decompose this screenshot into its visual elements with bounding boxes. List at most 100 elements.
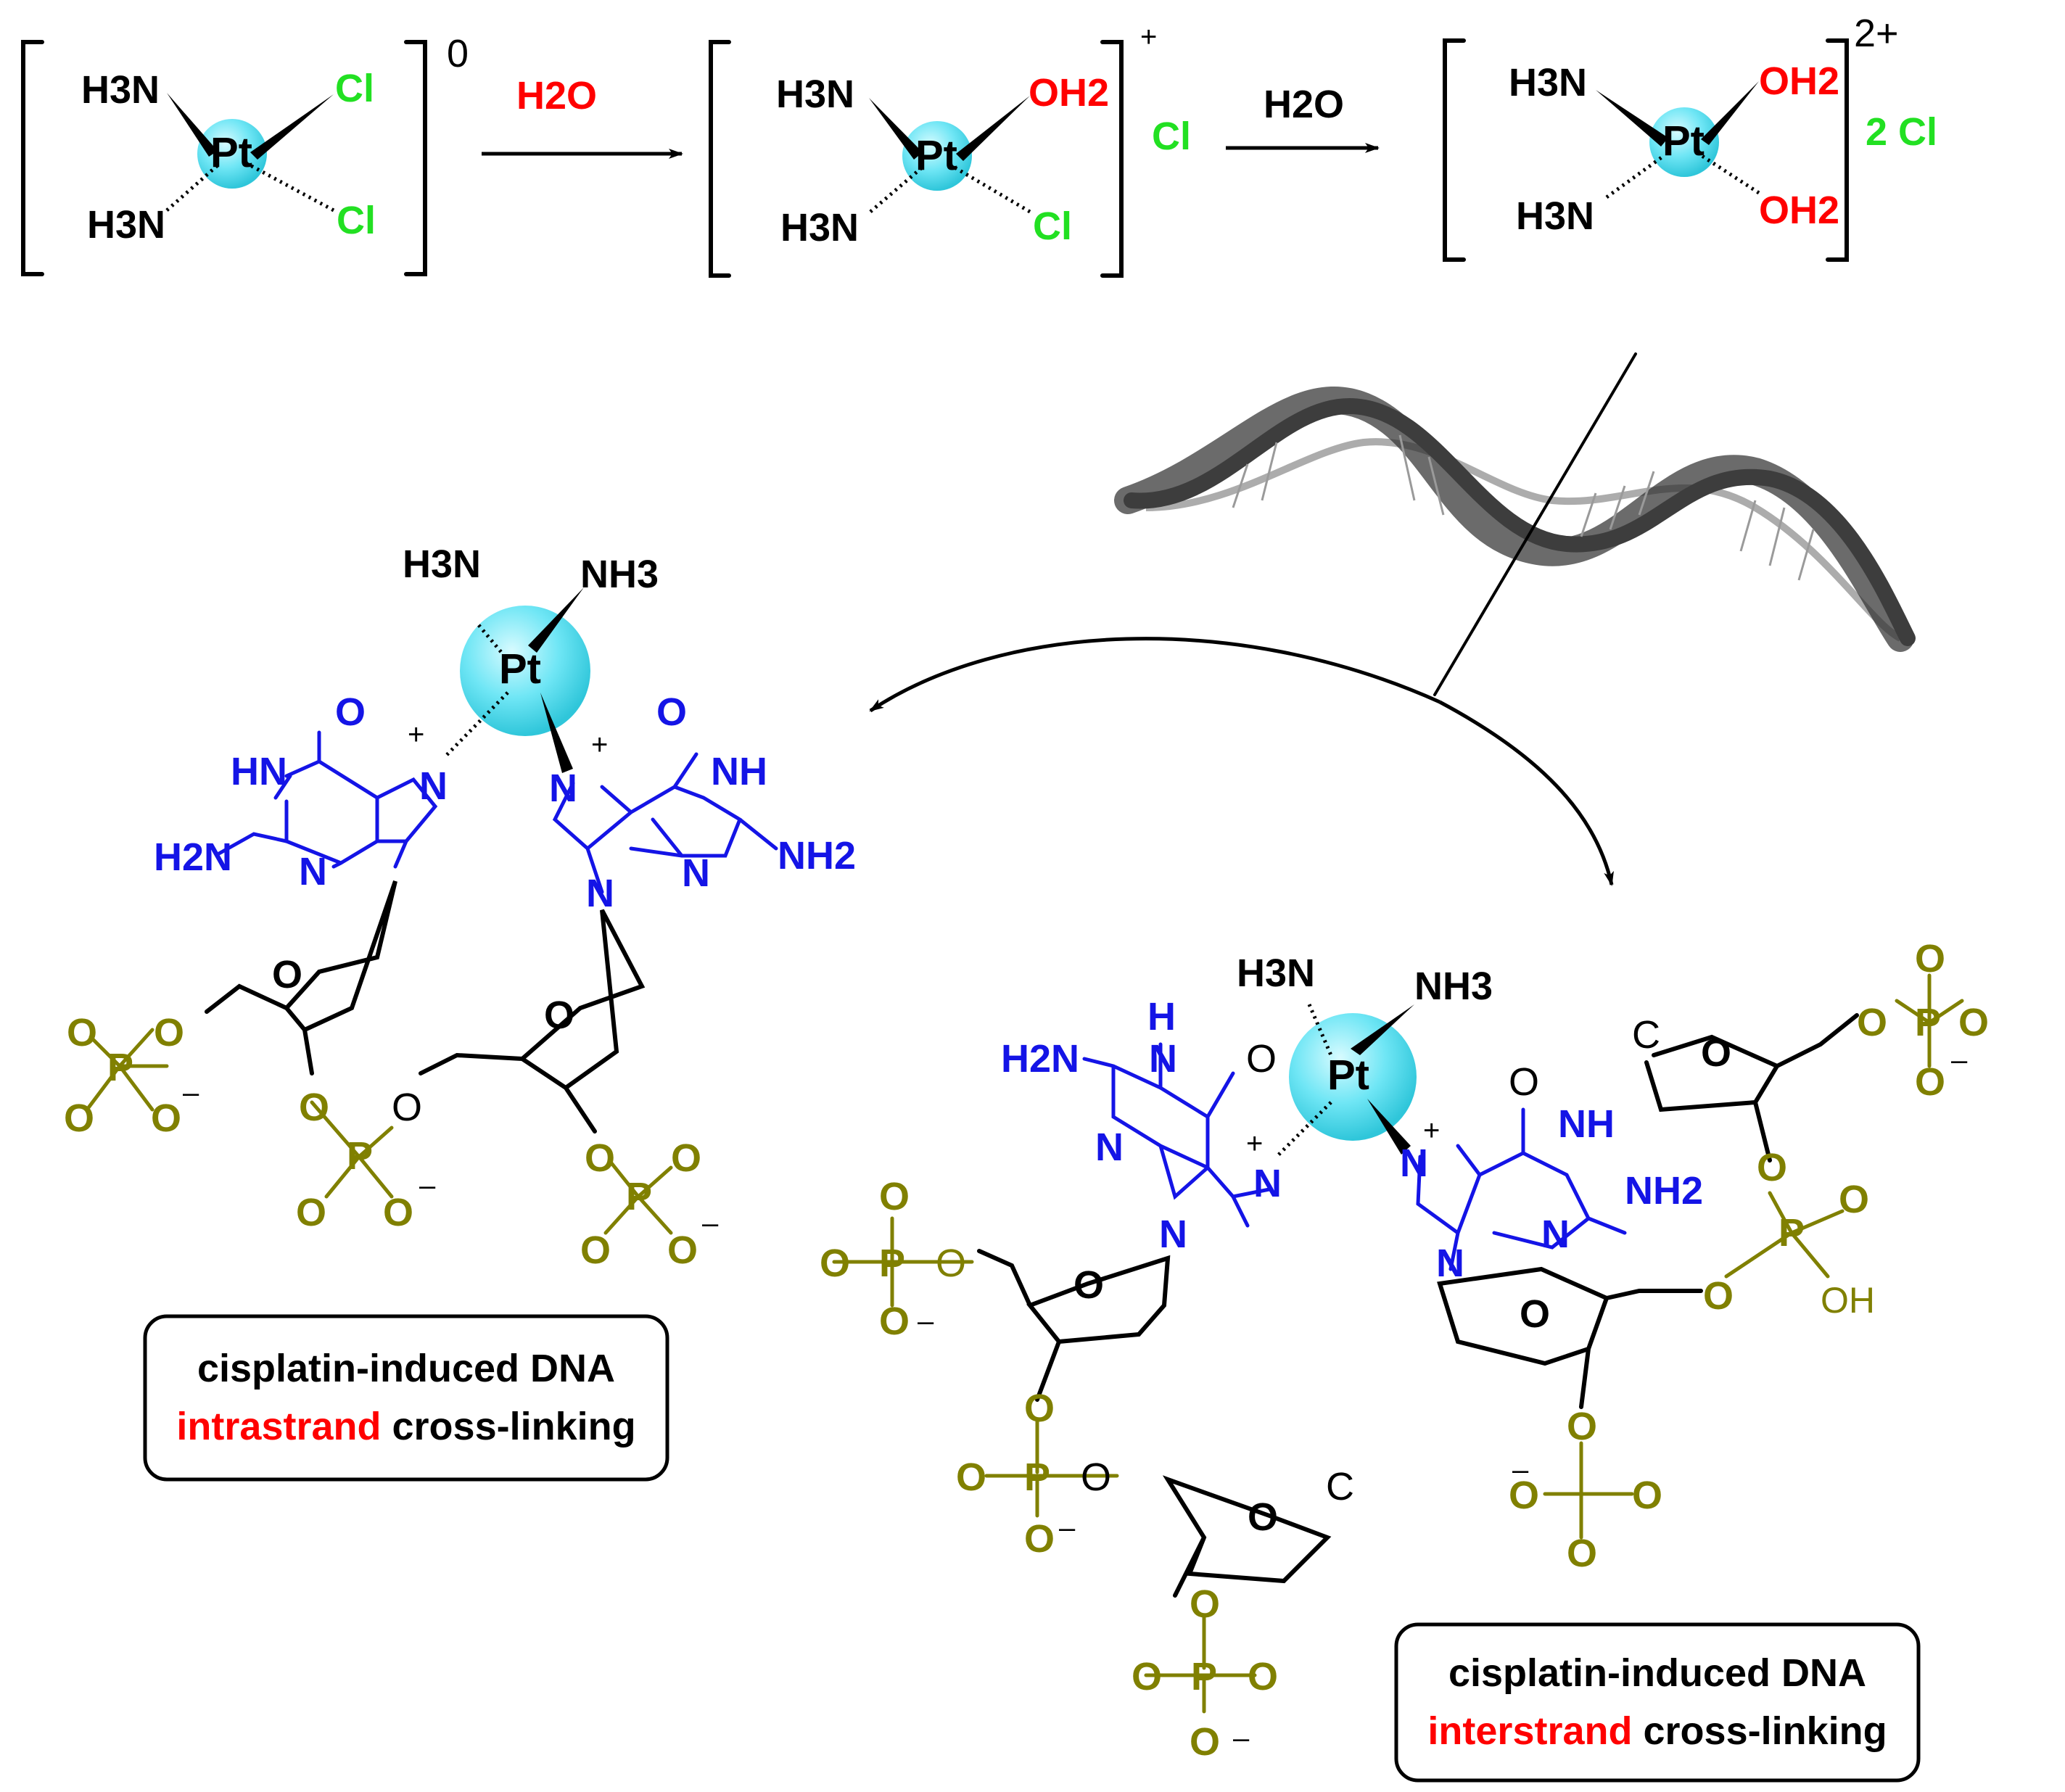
wedge-bond: [1367, 1099, 1411, 1155]
wedge-bond: [167, 93, 218, 157]
dna-double-helix-icon: [1114, 387, 1916, 652]
wedge-bond: [1351, 1004, 1414, 1055]
platinum-sphere-icon: [1649, 107, 1719, 177]
oxygen-label: O: [1190, 1582, 1220, 1626]
caption-box: [1394, 1622, 1921, 1783]
chloride-ligand-label: Cl: [337, 199, 376, 242]
platinum-label: Pt: [1327, 1052, 1369, 1099]
platinum-label: Pt: [210, 129, 252, 176]
ring-n-label: N: [1095, 1126, 1124, 1169]
aqua-ligand-label: OH2: [1759, 59, 1839, 103]
complex-charge: +: [1140, 21, 1157, 53]
carbonyl-o-label: O: [335, 690, 366, 734]
ring-n-label: N: [1541, 1213, 1570, 1256]
phosphate-left: P O O O O –: [64, 1011, 199, 1140]
terminal-label: C: [1632, 1013, 1660, 1057]
platinum-label: Pt: [499, 645, 541, 693]
ammine-ligand-label: H3N: [1509, 61, 1587, 104]
hydroxyl-label: OH: [1821, 1280, 1875, 1321]
oxygen-label: O: [1857, 1001, 1887, 1044]
imine-nh-label: NH: [711, 750, 767, 793]
oxygen-label: O: [1915, 937, 1945, 980]
complex-charge: 2+: [1854, 12, 1899, 55]
counter-ion-label: Cl: [1152, 115, 1191, 158]
oxygen-label: O: [1081, 1456, 1111, 1499]
phosphate-lower-left: O P O O O –: [956, 1387, 1119, 1561]
ammine-ligand-label: NH3: [1414, 965, 1493, 1008]
curved-arrow-to-interstrand: [1438, 700, 1614, 886]
caption-line-2: intrastrand cross-linking: [176, 1405, 635, 1448]
helix-base-pairs: [1232, 434, 1815, 581]
ammine-ligand-label: H3N: [780, 206, 859, 249]
aqua-ligand-label: OH2: [1759, 189, 1839, 232]
ammine-ligand-label: H3N: [403, 542, 481, 586]
platinum-sphere-icon: [197, 119, 267, 189]
charge-minus: –: [918, 1305, 934, 1337]
caption-line-2: interstrand cross-linking: [1427, 1709, 1887, 1753]
oxygen-label: O: [879, 1300, 910, 1343]
oxygen-label: O: [64, 1097, 94, 1140]
left-bracket: [709, 40, 731, 278]
charge-minus: –: [1951, 1044, 1968, 1076]
phosphorus-label: P: [1024, 1456, 1050, 1499]
intrastrand-caption: cisplatin-induced DNA intrastrand cross-…: [143, 1314, 669, 1482]
interstrand-caption: cisplatin-induced DNA interstrand cross-…: [1394, 1622, 1921, 1783]
sugar-o-label: O: [272, 953, 302, 996]
oxygen-label: O: [1509, 1474, 1539, 1517]
sugar-o-label: O: [1073, 1263, 1104, 1307]
phosphate-right-middle: P O O O OH: [1703, 1146, 1875, 1321]
charge-minus: –: [419, 1170, 436, 1202]
hashed-bond: [249, 163, 335, 212]
phosphorus-label: P: [1191, 1655, 1217, 1698]
deoxyribose-left: O: [977, 1249, 1171, 1402]
sugar-o-label: O: [1701, 1031, 1731, 1075]
left-bracket: [1443, 38, 1466, 262]
deoxyribose-lower: O C: [1162, 1465, 1354, 1598]
deoxyribose-right: O: [419, 909, 646, 1134]
hashed-bond: [869, 167, 923, 213]
ring-n-label: N: [299, 850, 327, 893]
ring-n7-label: N: [1400, 1141, 1428, 1185]
interstrand-adduct: Pt H3N NH3 H N O H2N N N N + O NH NH2 N …: [820, 937, 1989, 1783]
caption-highlight: intrastrand: [176, 1405, 381, 1448]
hashed-bond: [165, 164, 219, 212]
oxygen-label: O: [383, 1191, 413, 1234]
oxygen-label: O: [879, 1175, 910, 1218]
caption-rest: cross-linking: [392, 1405, 636, 1448]
helix-strand-front: [1124, 397, 1916, 646]
caption-line-1: cisplatin-induced DNA: [197, 1347, 615, 1390]
wedge-bond: [869, 98, 923, 160]
amino-label: H2N: [1001, 1037, 1079, 1081]
aqua-ligand-label: OH2: [1029, 71, 1109, 115]
hashed-bond: [1699, 153, 1760, 195]
ammine-ligand-label: H3N: [87, 203, 165, 247]
platinum-label: Pt: [915, 132, 957, 179]
oxygen-label: O: [671, 1136, 701, 1180]
guanine-right: O NH NH2 N N N +: [549, 690, 856, 915]
phosphate-right: P O O O O –: [580, 1136, 719, 1272]
ammine-ligand-label: H3N: [776, 73, 854, 116]
hydrolysis-arrow-1: H2O: [482, 74, 683, 159]
phosphorus-label: P: [107, 1046, 133, 1089]
phosphate-middle: P O O O O –: [296, 1086, 436, 1234]
phosphorus-label: P: [1915, 1001, 1941, 1044]
right-bracket: [404, 40, 427, 276]
ammine-ligand-label: H3N: [1516, 194, 1594, 238]
oxygen-label: O: [154, 1011, 184, 1054]
oxygen-label: O: [585, 1136, 615, 1180]
oxygen-label: O: [1248, 1655, 1278, 1698]
platinum-sphere-icon: [1289, 1013, 1417, 1141]
deoxyribose-upper-right: O C: [1632, 1013, 1859, 1163]
phosphorus-label: P: [879, 1242, 905, 1285]
caption-box: [143, 1314, 669, 1482]
sugar-o-label: O: [1248, 1495, 1278, 1539]
charge-plus: +: [408, 719, 424, 751]
amino-label: H2N: [154, 835, 232, 879]
imine-h-label: H: [1147, 995, 1176, 1039]
deoxyribose-left: O: [205, 880, 397, 1075]
ring-n-label: N: [682, 851, 710, 895]
charge-plus: +: [1423, 1115, 1440, 1147]
charge-minus: –: [1512, 1454, 1529, 1486]
ring-n7-label: N: [549, 767, 577, 810]
